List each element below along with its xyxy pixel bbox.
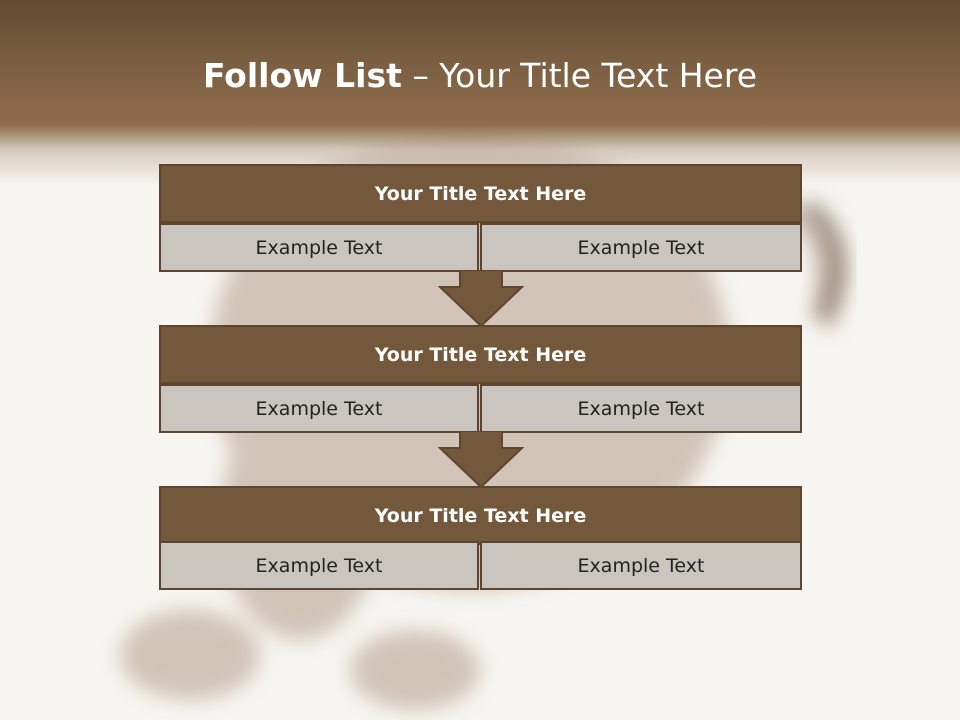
- page-title: Follow List – Your Title Text Here: [0, 52, 960, 100]
- down-arrow-icon: [438, 270, 524, 328]
- block-cell-left: Example Text: [159, 384, 479, 433]
- down-arrow-icon: [438, 431, 524, 489]
- block-title: Your Title Text Here: [159, 486, 802, 545]
- block-cell-right: Example Text: [480, 541, 802, 590]
- title-rest: – Your Title Text Here: [412, 56, 758, 95]
- block-cell-left: Example Text: [159, 541, 479, 590]
- header-band: [0, 0, 960, 185]
- block-cell-left: Example Text: [159, 223, 479, 272]
- block-title: Your Title Text Here: [159, 325, 802, 384]
- block-cell-right: Example Text: [480, 384, 802, 433]
- block-cell-right: Example Text: [480, 223, 802, 272]
- block-title: Your Title Text Here: [159, 164, 802, 223]
- title-bold: Follow List: [202, 56, 402, 95]
